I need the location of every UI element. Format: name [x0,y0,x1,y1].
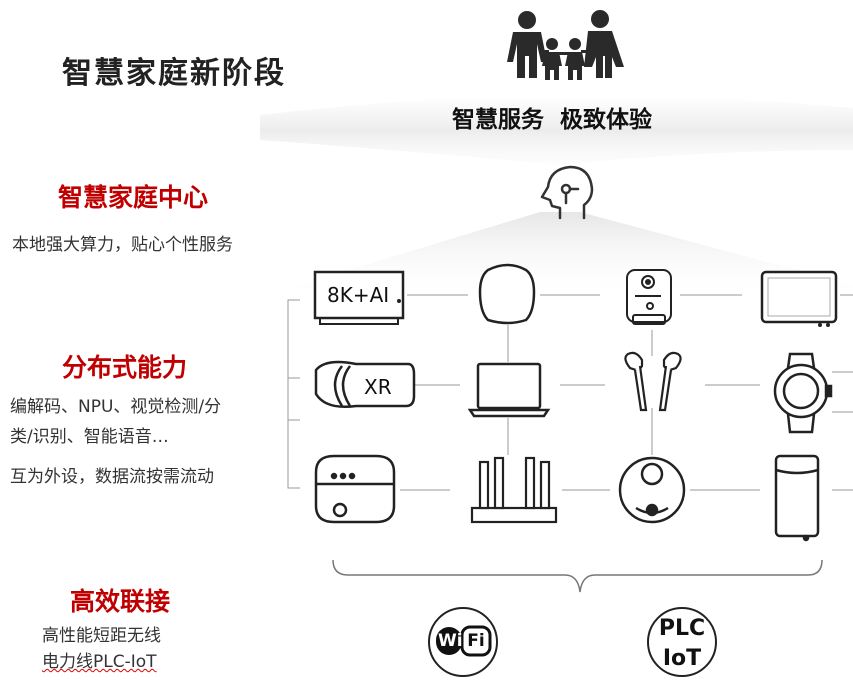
section-desc-line-2: 类/识别、智能语音… [10,427,169,447]
smart-speaker-icon [478,263,536,325]
wifi-wi-text: Wi [438,631,463,651]
vr-label: XR [364,375,392,399]
air-purifier-icon [774,454,820,542]
slogan: 智慧服务 极致体验 [452,107,653,133]
head-circuit-icon [540,165,594,220]
section-desc-short-range: 高性能短距无线 [42,626,161,646]
wifi-icon [428,607,498,677]
light-band-top [260,95,853,165]
vr-headset-icon [314,360,416,408]
laptop-icon [467,362,551,418]
section-heading-connectivity: 高效联接 [70,587,171,616]
plc-iot-icon [647,607,717,677]
section-heading-distributed: 分布式能力 [62,353,188,382]
rice-cooker-icon [314,454,396,524]
tv-icon [313,270,405,325]
page-title: 智慧家庭新阶段 [62,56,286,91]
camera-icon [626,269,672,325]
tablet-icon [760,270,838,327]
section-desc-line-1: 编解码、NPU、视觉检测/分 [10,397,222,417]
connector-lines [287,294,853,491]
section-desc-line-3: 互为外设，数据流按需流动 [10,467,214,487]
plc-text: PLC [658,616,706,641]
tv-label: 8K+AI [327,283,390,307]
section-heading-home-center: 智慧家庭中心 [58,183,209,212]
smartwatch-icon [773,352,833,434]
section-desc-home-center: 本地强大算力，贴心个性服务 [12,235,233,255]
iot-text: IoT [662,646,702,671]
plc-iot-text: 电力线PLC-IoT [42,652,157,672]
wifi-fi-text: Fi [467,631,485,651]
section-desc-plc: 电力线PLC-IoT [42,650,157,674]
router-icon [470,456,558,524]
robot-vacuum-icon [618,456,686,524]
family-icon [507,10,624,80]
earbuds-icon [624,351,682,412]
connection-brace [332,559,823,593]
